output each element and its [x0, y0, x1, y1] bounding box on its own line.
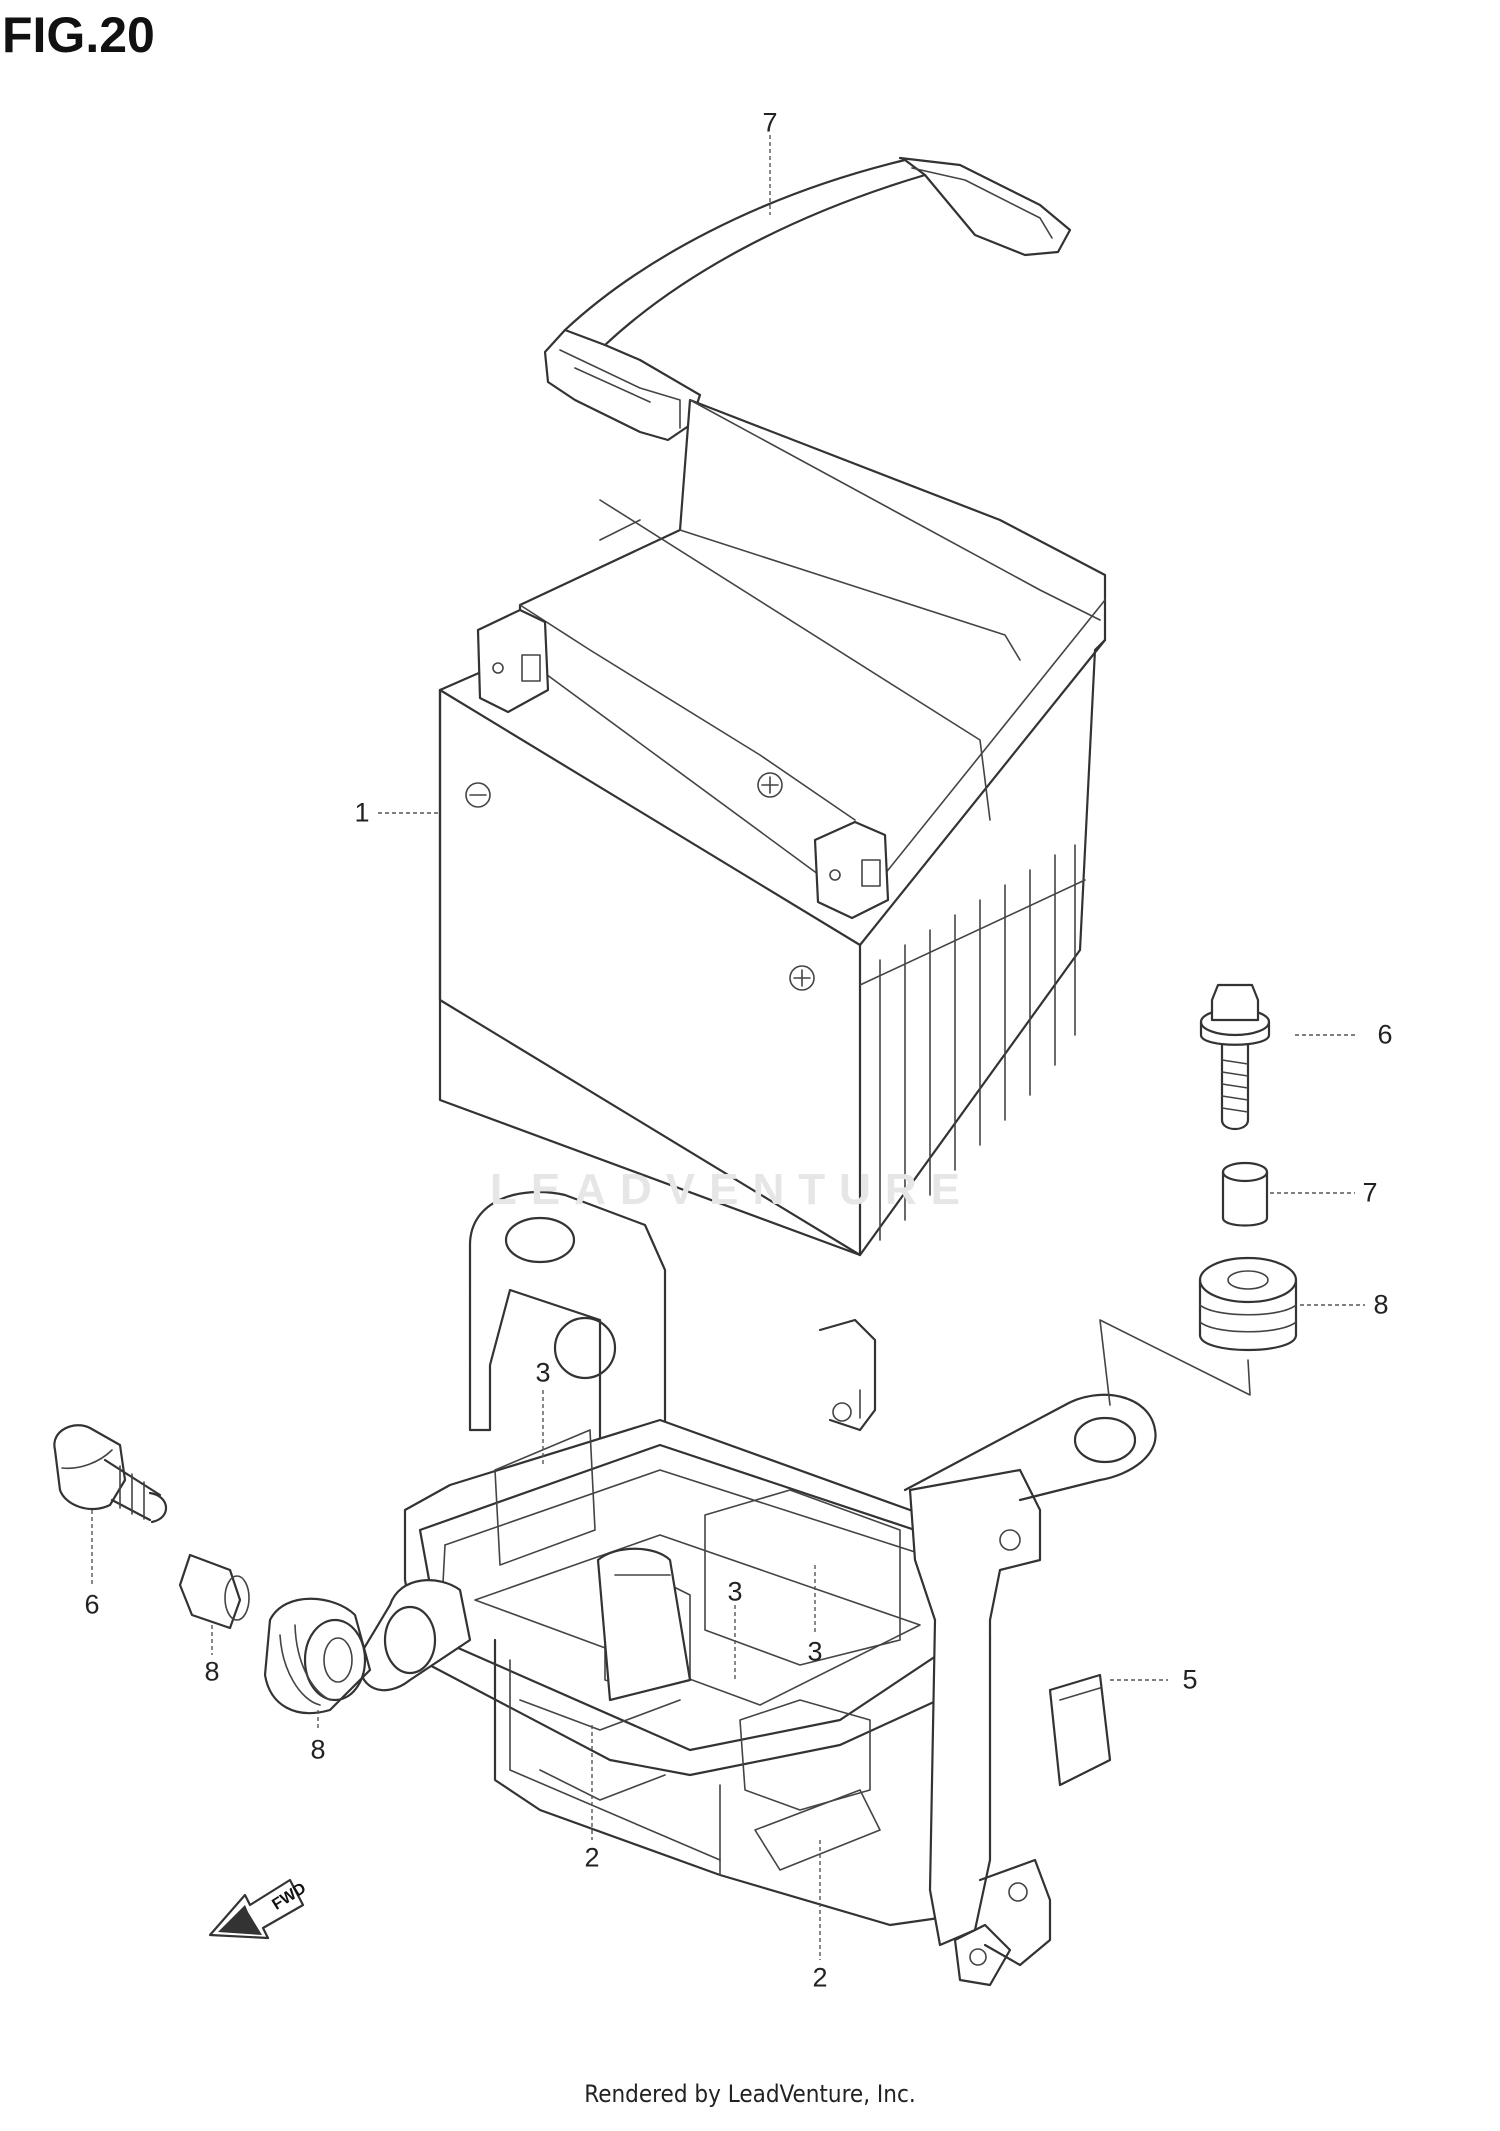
battery-holder	[358, 1191, 1157, 1987]
callout-3-right: 3	[807, 1636, 823, 1667]
left-collar	[178, 1553, 250, 1630]
left-bolt	[53, 1424, 168, 1524]
left-grommet	[263, 1597, 372, 1715]
callout-4: 7	[762, 107, 778, 138]
callout-leaders	[91, 135, 1365, 1960]
figure-title: FIG.20	[2, 7, 155, 63]
forward-direction-arrow: FWD	[208, 1878, 309, 1940]
right-bolt	[1199, 983, 1271, 1131]
callout-7-left: 8	[204, 1656, 220, 1687]
watermark-text: LEADVENTURE	[490, 1165, 975, 1214]
bracket-cushion	[1048, 1673, 1112, 1787]
callout-3-upper: 3	[535, 1357, 551, 1388]
battery-band	[543, 156, 1072, 442]
callout-6-left: 6	[84, 1589, 100, 1620]
callout-8-left: 8	[310, 1734, 326, 1765]
right-grommet	[1198, 1256, 1298, 1352]
callout-2-left: 2	[584, 1842, 600, 1873]
right-collar	[1221, 1161, 1269, 1227]
callout-3-middle: 3	[727, 1576, 743, 1607]
callout-8-right: 8	[1373, 1289, 1389, 1320]
callout-6-right: 6	[1377, 1019, 1393, 1050]
callout-5: 5	[1182, 1664, 1198, 1695]
callout-7-right: 7	[1362, 1177, 1378, 1208]
callout-1: 1	[354, 797, 370, 828]
callout-2-right: 2	[812, 1962, 828, 1993]
battery	[438, 398, 1107, 1257]
footer-credit: Rendered by LeadVenture, Inc.	[584, 2080, 916, 2108]
grommet-leader-zigzag	[1099, 1319, 1251, 1406]
